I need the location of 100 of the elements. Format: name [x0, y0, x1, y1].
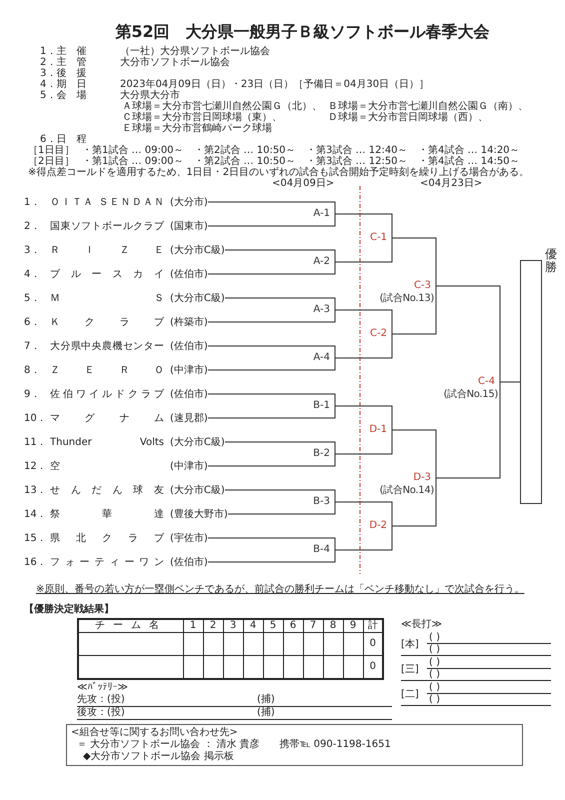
fill-in-line: ( ) [427, 657, 551, 669]
bracket-line [208, 214, 336, 226]
team-region: (大分市) [170, 196, 208, 209]
team-name: 祭華達 [50, 508, 164, 521]
bracket-line [334, 430, 392, 454]
team-name: ブルースカイ [50, 268, 164, 281]
match-label: D-1 [352, 423, 392, 437]
team-region: (中津市) [170, 460, 208, 473]
winner-label: 優勝 [545, 248, 557, 274]
team-region: (大分市C級) [170, 484, 225, 497]
team-number: 15． [24, 532, 48, 545]
team-number: 3． [24, 244, 42, 257]
fill-in-line: ( ) [428, 669, 441, 680]
bracket-line [392, 238, 436, 286]
bracket-line [334, 502, 392, 526]
team-number: 4． [24, 268, 42, 281]
bracket-line [334, 310, 392, 334]
match-number-note: (試合No.14) [380, 485, 434, 497]
item-heading: 6．日 程 [40, 134, 86, 145]
bracket-line [224, 442, 336, 454]
team-number: 10． [24, 412, 48, 425]
team-region: (佐伯市) [170, 340, 208, 353]
table-header-cell: 計 [363, 619, 383, 632]
match-label: C-1 [352, 231, 392, 245]
table-header-cell: 5 [263, 619, 283, 632]
table-header-cell: 2 [203, 619, 223, 632]
team-region: (大分市C級) [170, 292, 225, 305]
team-region: (宇佐市) [170, 532, 208, 545]
schedule-time: ・第1試合 … 09:00～ [82, 156, 185, 167]
match-label: B-3 [295, 495, 335, 509]
team-region: (佐伯市) [170, 268, 208, 281]
battery-field: (捕) [257, 706, 337, 718]
team-name: ＭＳ [50, 292, 164, 305]
team-number: 11． [24, 436, 48, 449]
team-name: ＯＩＴＡ ＳＥＮＤＡＮ [50, 196, 164, 209]
winner-box [520, 260, 542, 504]
bracket-line [334, 406, 392, 430]
item-heading: 4．期 日 [40, 79, 88, 90]
bracket-line [224, 490, 336, 502]
team-region: (杵築市) [170, 316, 208, 329]
bracket-line [208, 406, 336, 418]
venue-text: Ｃ球場＝大分市営日岡球場（東）、 [122, 112, 283, 123]
item-value: （一社）大分県ソフトボール協会 [120, 46, 271, 57]
date-label: <04月23日> [420, 178, 482, 190]
match-label: D-2 [352, 519, 392, 533]
bracket-line [436, 382, 500, 478]
item-heading: 2．主 管 [40, 57, 88, 68]
bracket-line [334, 238, 392, 262]
table-header-cell: 6 [283, 619, 303, 632]
item-heading: 5．会 場 [40, 90, 88, 101]
table-header-cell: 7 [303, 619, 323, 632]
team-number: 13． [24, 484, 48, 497]
match-label: C-2 [352, 327, 392, 341]
team-region: (国東市) [170, 220, 208, 233]
bracket-line [228, 502, 336, 514]
team-name: 佐伯ワイルドクラブ [50, 388, 164, 401]
schedule-time: ・第2試合 … 10:50～ [194, 156, 297, 167]
battery-field: 後攻：(投) [77, 706, 257, 718]
battery-field: (捕) [257, 694, 337, 706]
item-heading: 3．後 援 [40, 68, 88, 79]
day-label: ［2日目］ [28, 156, 76, 167]
table-header-cell: 3 [223, 619, 243, 632]
team-name: ＺＥＲＯ [50, 364, 164, 377]
bracket-line [334, 214, 392, 238]
hit-type: [本] [401, 638, 420, 650]
team-number: 1． [24, 196, 42, 209]
schedule-time: ・第3試合 … 12:40～ [306, 145, 409, 156]
table-header-cell: 8 [323, 619, 343, 632]
team-number: 5． [24, 292, 42, 305]
team-number: 2． [24, 220, 42, 233]
bracket-line [224, 250, 336, 262]
bracket-line [208, 358, 336, 370]
match-number-note: (試合No.13) [380, 293, 434, 305]
bracket-line [208, 394, 336, 406]
hit-type: [三] [401, 662, 420, 676]
team-number: 7． [24, 340, 42, 353]
team-region: (佐伯市) [170, 388, 208, 401]
bracket-line [208, 550, 336, 562]
match-label: A-4 [295, 351, 335, 365]
hit-heading: ≪長打≫ [401, 618, 443, 632]
match-label: A-2 [295, 255, 335, 269]
match-label: C-4 [460, 375, 500, 389]
bracket-line [392, 478, 436, 526]
item-value: 2023年04月09日（日）・23日（日）［予備日＝04月30日（日）］ [120, 79, 430, 90]
match-label: A-3 [295, 303, 335, 317]
bracket-line [436, 286, 500, 382]
bracket-line [224, 298, 336, 310]
bracket-line [208, 538, 336, 550]
battery-field: 先攻：(投) [77, 694, 257, 706]
battery-heading: ≪ﾊﾞｯﾃﾘｰ≫ [77, 682, 129, 694]
bracket-line [208, 262, 336, 274]
table-header-cell: チーム名 [78, 619, 183, 632]
contact-text: ◆大分市ソフトボール協会 掲示板 [82, 750, 235, 762]
table-header-cell: 4 [243, 619, 263, 632]
table-header-cell: 1 [183, 619, 203, 632]
team-name: Ｋクラブ [50, 316, 164, 329]
team-name: フォーティーワン [50, 556, 164, 569]
day-label: ［1日目］ [28, 145, 76, 156]
schedule-time: ・第3試合 … 12:50～ [306, 156, 408, 167]
fill-in-line: ( ) [428, 644, 441, 655]
